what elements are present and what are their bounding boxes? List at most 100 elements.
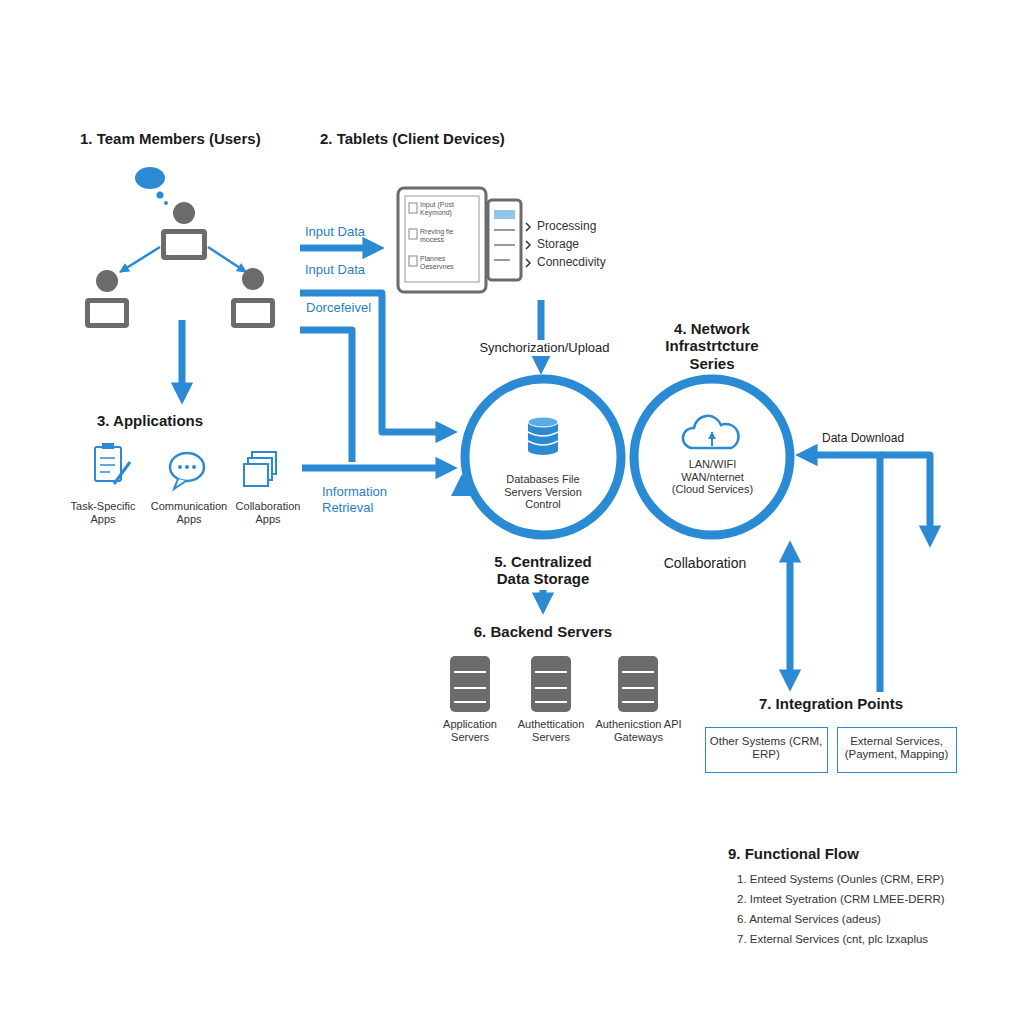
app-icons	[95, 443, 276, 489]
flow-arrow	[538, 300, 545, 367]
service-box: External Services, (Payment, Mapping)	[837, 727, 957, 773]
edge-label: Dorcefeivel	[306, 300, 406, 316]
clipboard-line	[100, 464, 115, 466]
server-slot	[454, 701, 486, 703]
tablet-screen	[166, 234, 202, 255]
app-group: 3. ApplicationsTask-Specific AppsCommuni…	[62, 405, 302, 535]
flow-line	[300, 330, 352, 462]
bullet-chevron	[526, 241, 530, 249]
server-slot	[454, 671, 486, 673]
database-top	[528, 417, 558, 427]
edge-label: Data Download	[822, 431, 942, 445]
list-item: 2. Imteet Syetration (CRM LMEE-DERR)	[737, 893, 1007, 907]
screen-text: Input (Post Keymond)	[420, 201, 475, 216]
section-heading: 9. Functional Flow	[728, 845, 988, 863]
server-slot	[622, 671, 654, 673]
clipboard-line	[100, 457, 115, 459]
user-icons	[85, 167, 275, 328]
thought-dot	[157, 192, 164, 199]
flow-arrow	[540, 590, 547, 607]
bullet-chevron	[526, 259, 530, 267]
server-icon	[450, 656, 490, 712]
item-label: Application Servers	[425, 718, 515, 743]
heading: 6. Backend Servers	[408, 623, 678, 640]
chat-bubble-tail	[174, 479, 186, 489]
tablet-screen	[90, 303, 124, 323]
heading: 1. Team Members (Users)	[80, 130, 295, 147]
upload-arrow	[711, 432, 713, 446]
item-label: Communication Apps	[146, 500, 232, 525]
network-circle: 4. Network Infrastrtcture SeriesLAN/WIFI…	[622, 320, 795, 540]
screen-line	[494, 229, 515, 231]
thought-dot	[164, 201, 168, 205]
person-tablet	[85, 298, 129, 328]
app-item: Communication Apps	[146, 440, 232, 532]
thought-bubble	[135, 167, 165, 189]
pencil-icon	[114, 462, 130, 484]
server-item: Application Servers	[425, 648, 515, 752]
cloud-icon	[683, 416, 739, 448]
box-label: External Services, (Payment, Mapping)	[841, 735, 952, 761]
screen-line	[494, 259, 510, 261]
server-icon	[618, 656, 658, 712]
edge-label: Synchorization/Upload	[462, 340, 627, 356]
loop-ring	[634, 379, 790, 535]
flow-label: Collaboration	[650, 555, 760, 572]
server-slot	[622, 687, 654, 689]
list-item: 6. Antemal Services (adeus)	[737, 913, 1007, 927]
flow-arrow	[803, 455, 880, 692]
person-tablet	[161, 229, 207, 260]
cloud-outline	[683, 416, 739, 448]
server-slot	[622, 701, 654, 703]
heading: 7. Integration Points	[700, 695, 962, 712]
server-item: Authenicstion API Gateways	[591, 648, 686, 752]
person-head	[96, 270, 118, 292]
database-base	[528, 445, 558, 455]
screen-block	[494, 210, 515, 219]
server-slot	[535, 701, 567, 703]
document-icon	[244, 464, 268, 486]
clipboard-icon	[95, 447, 121, 481]
server-item: Authettication Servers	[506, 648, 596, 752]
screen-text: Plannes Oeservnes	[420, 255, 475, 270]
flow-arrow	[300, 293, 450, 432]
flow-arrow	[302, 465, 450, 472]
flow-arrow	[179, 320, 186, 397]
clipboard-clip	[102, 443, 114, 449]
system-box: Other Systems (CRM, ERP)	[705, 727, 828, 773]
item-label: LAN/WIFI WAN/nternet (Cloud Services)	[665, 458, 760, 496]
database-icon	[528, 417, 558, 455]
screen-line	[494, 244, 515, 246]
flow-arrow	[787, 548, 794, 684]
list-item: 7. External Services (cnt, plc Izxaplus	[737, 933, 1007, 947]
heading: 5. Centralized Data Storage	[483, 553, 603, 588]
bullet-chevron	[526, 223, 530, 231]
chat-dot	[185, 465, 189, 469]
heading: 4. Network Infrastrtcture Series	[648, 320, 776, 372]
flow-arrow	[880, 455, 930, 540]
list-item: 1. Enteed Systems (Ounles (CRM, ERP)	[737, 873, 1007, 887]
user-group: 1. Team Members (Users)	[75, 125, 300, 320]
item-label: Collaboration Apps	[232, 500, 304, 525]
app-item: Task-Specific Apps	[64, 440, 142, 532]
database-band	[528, 432, 558, 436]
server-icon	[531, 656, 571, 712]
server-slot	[535, 671, 567, 673]
tablet-screen	[236, 303, 270, 323]
server-icons	[450, 656, 658, 712]
share-arrow	[208, 247, 246, 272]
heading: 2. Tablets (Client Devices)	[320, 130, 580, 147]
tablet-body	[398, 188, 486, 292]
share-arrow	[120, 247, 160, 272]
box-label: Other Systems (CRM, ERP)	[709, 735, 823, 761]
person-head	[173, 202, 195, 224]
tablet-screen	[405, 196, 479, 282]
screen-icon	[409, 256, 417, 266]
feature-label: Storage	[537, 238, 637, 252]
tablet-illustration	[398, 188, 530, 292]
server-slot	[535, 687, 567, 689]
item-label: Authenicstion API Gateways	[591, 718, 686, 743]
tablet-body	[488, 200, 521, 280]
heading: 3. Applications	[97, 412, 287, 429]
